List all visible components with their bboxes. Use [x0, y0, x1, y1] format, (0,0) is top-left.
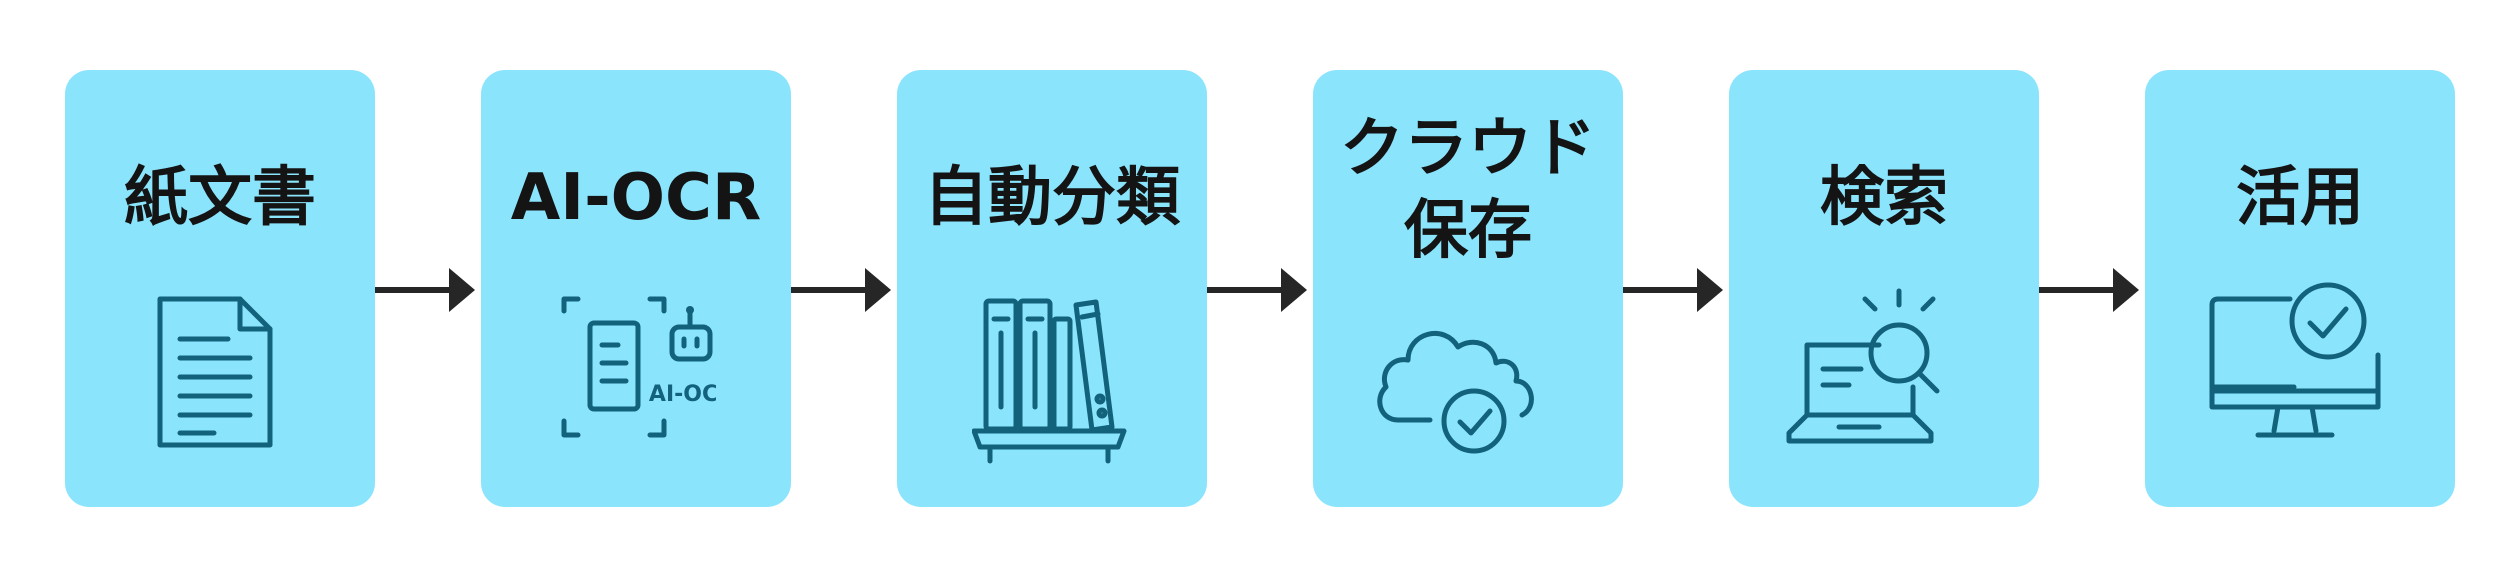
step-label: AI-OCR — [510, 160, 762, 235]
flow-arrow-1 — [375, 268, 475, 312]
step-cloud-storage: クラウド 保存 — [1313, 70, 1623, 507]
step-ai-ocr: AI-OCR AI-OCR — [481, 70, 791, 507]
step-label: 自動分類 — [924, 160, 1180, 235]
step-label: 紙文書 — [124, 160, 316, 235]
flow-arrow-3 — [1207, 268, 1307, 312]
step-label: クラウド 保存 — [1340, 111, 1596, 268]
paper-document-icon — [140, 275, 300, 475]
monitor-check-icon — [2200, 275, 2400, 475]
cloud-check-icon — [1368, 275, 1568, 475]
step-search: 検索 — [1729, 70, 2039, 507]
flow-arrow-5 — [2039, 268, 2139, 312]
step-label: 検索 — [1820, 160, 1948, 235]
step-label: 活用 — [2236, 160, 2364, 235]
step-paper-document: 紙文書 — [65, 70, 375, 507]
flow-arrow-2 — [791, 268, 891, 312]
step-utilization: 活用 — [2145, 70, 2455, 507]
flow-arrow-4 — [1623, 268, 1723, 312]
step-auto-classification: 自動分類 — [897, 70, 1207, 507]
ai-ocr-scan-icon: AI-OCR — [556, 275, 735, 475]
bookshelf-binders-icon — [971, 275, 1132, 475]
svg-text:AI-OCR: AI-OCR — [649, 382, 716, 407]
laptop-search-icon — [1779, 275, 1989, 475]
